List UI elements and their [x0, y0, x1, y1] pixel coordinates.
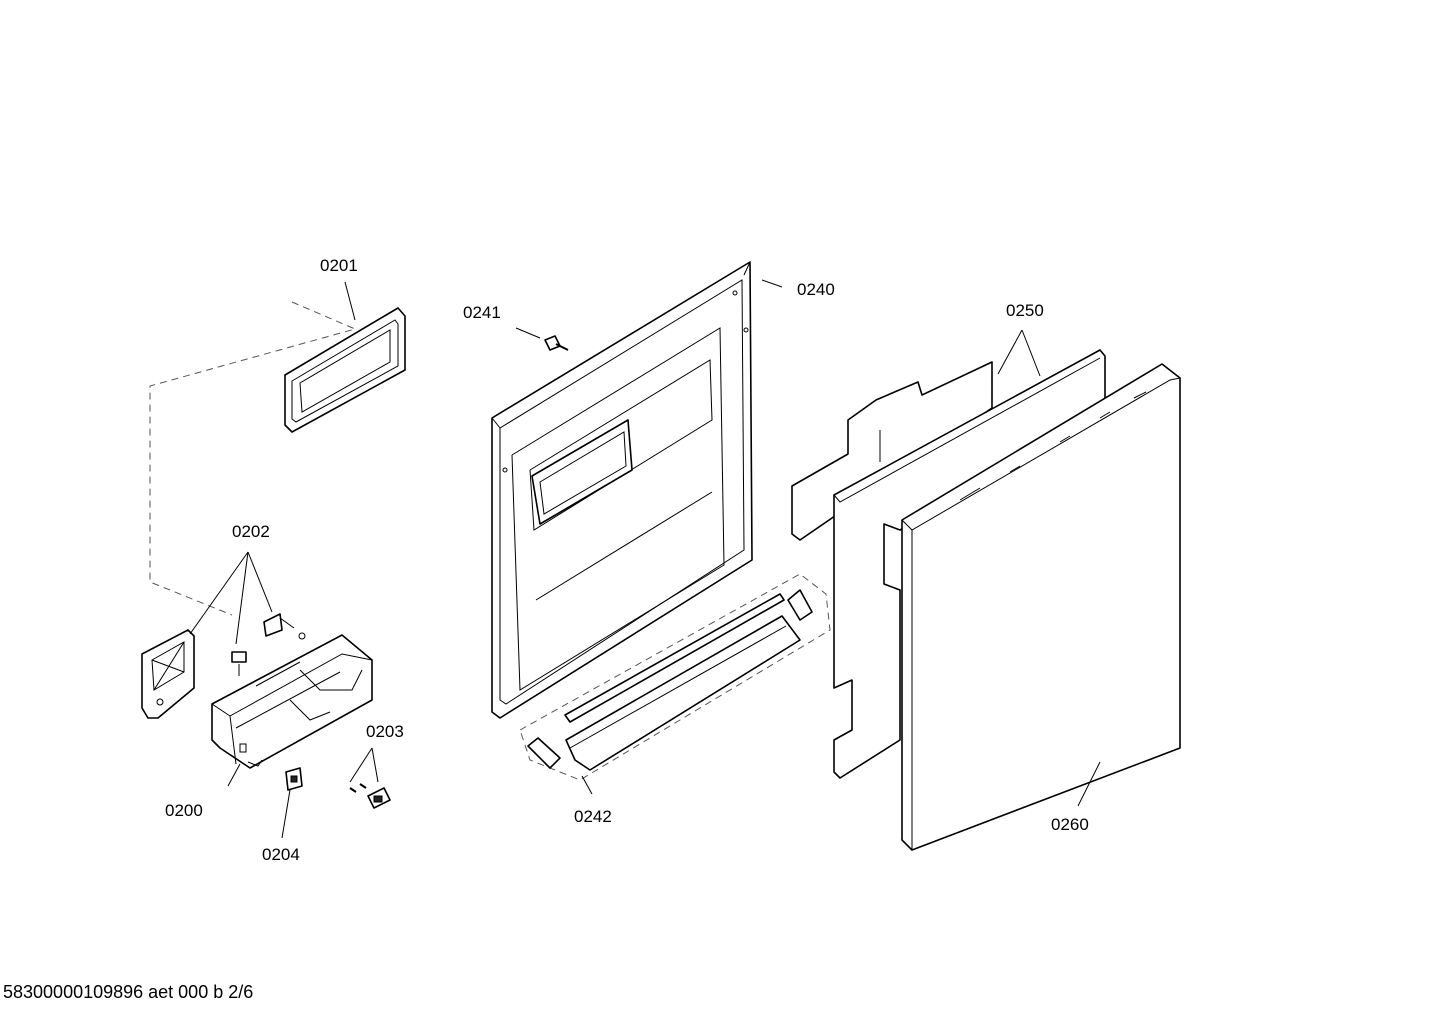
- label-0260: 0260: [1051, 815, 1089, 834]
- part-0204-knob: [285, 767, 303, 791]
- part-0203-switch: [349, 783, 391, 809]
- label-0202: 0202: [232, 522, 270, 541]
- part-0202-clip-a: [231, 651, 247, 676]
- label-0201: 0201: [320, 256, 358, 275]
- part-0200-control-module: [211, 634, 373, 769]
- assembly-outline-left: [149, 301, 357, 616]
- part-0240-inner-door: [491, 261, 753, 719]
- document-reference: 58300000109896 aet 000 b 2/6: [3, 982, 253, 1002]
- part-0242-rails: [519, 573, 831, 781]
- label-0240: 0240: [797, 280, 835, 299]
- label-0204: 0204: [262, 845, 300, 864]
- part-0260-outer-door: [901, 363, 1181, 851]
- part-0202-clip-b: [263, 613, 306, 640]
- label-0250: 0250: [1006, 301, 1044, 320]
- label-0242: 0242: [574, 807, 612, 826]
- leader-lines: [189, 279, 1101, 839]
- label-0200: 0200: [165, 801, 203, 820]
- label-0241: 0241: [463, 303, 501, 322]
- part-0202-bracket: [141, 629, 195, 719]
- label-0203: 0203: [366, 722, 404, 741]
- part-0241-screw: [544, 335, 569, 351]
- part-0201-frame: [284, 307, 406, 433]
- part-0250-insulation-front: [833, 349, 1106, 779]
